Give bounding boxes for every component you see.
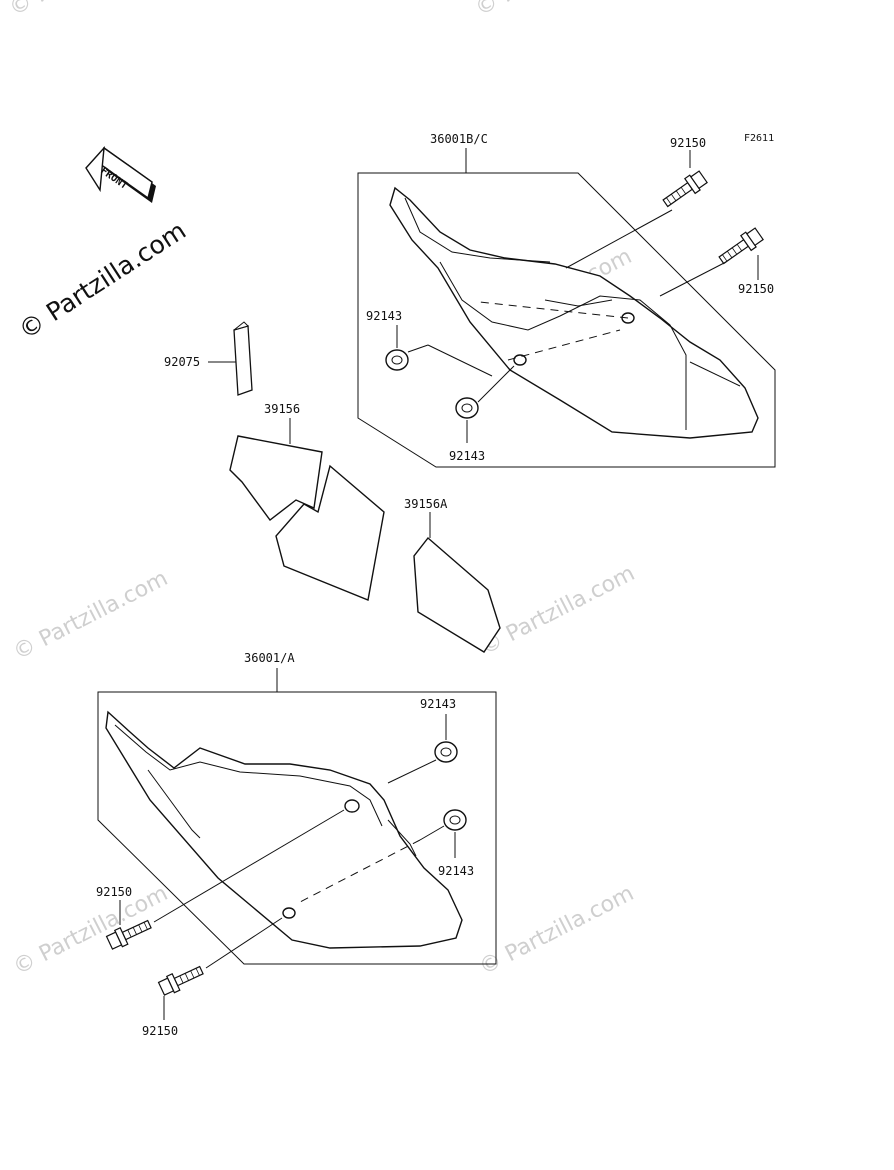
bolt-lower-1-icon: [105, 919, 152, 950]
label-bolt-lower-2: 92150: [142, 1024, 178, 1038]
label-cover-lower: 36001/A: [244, 651, 295, 665]
label-collar-lower-1: 92143: [420, 697, 456, 711]
watermark-mid-left: © Partzilla.com: [9, 566, 172, 665]
watermark-low-left: © Partzilla.com: [9, 881, 172, 980]
label-decal-right: 39156A: [404, 497, 448, 511]
collar-lower-1-icon: [434, 741, 458, 763]
side-cover-upper: [389, 186, 759, 439]
watermark-mid-right: © Partzilla.com: [476, 561, 639, 660]
label-pad: 92075: [164, 355, 200, 369]
watermark-main: © Partzilla.com: [13, 216, 191, 345]
callout-labels: 36001B/C 92150 92150 92143 92143 92075 3…: [96, 132, 774, 1038]
bolt-upper-2-icon: [718, 227, 764, 265]
upper-bracket: [357, 172, 776, 468]
label-collar-lower-2: 92143: [438, 864, 474, 878]
upper-assembly: [357, 148, 776, 468]
front-arrow-icon: FRONT: [85, 145, 156, 203]
bolt-lower-2-icon: [157, 965, 204, 996]
watermark-top-mid: © Partzilla.com: [471, 0, 634, 21]
lower-assembly: [97, 668, 497, 1020]
label-bolt-upper-1: 92150: [670, 136, 706, 150]
label-collar-upper-2: 92143: [449, 449, 485, 463]
label-cover-upper: 36001B/C: [430, 132, 488, 146]
pad-icon: [208, 321, 253, 396]
figure-code: F2611: [744, 133, 774, 144]
collar-upper-1-icon: [385, 349, 409, 371]
collar-lower-2-icon: [443, 809, 467, 831]
collar-upper-2-icon: [455, 397, 479, 419]
bolt-upper-1-icon: [662, 170, 708, 208]
side-cover-lower: [105, 710, 463, 949]
label-collar-upper-1: 92143: [366, 309, 402, 323]
watermark-top-left: © Partzilla.com: [5, 0, 168, 21]
lower-bracket: [97, 691, 497, 965]
decal-left-icon: [229, 418, 385, 601]
watermark-low-right: © Partzilla.com: [475, 881, 638, 980]
label-bolt-upper-2: 92150: [738, 282, 774, 296]
label-bolt-lower-1: 92150: [96, 885, 132, 899]
decal-right-icon: [413, 512, 501, 653]
label-decal-left: 39156: [264, 402, 300, 416]
